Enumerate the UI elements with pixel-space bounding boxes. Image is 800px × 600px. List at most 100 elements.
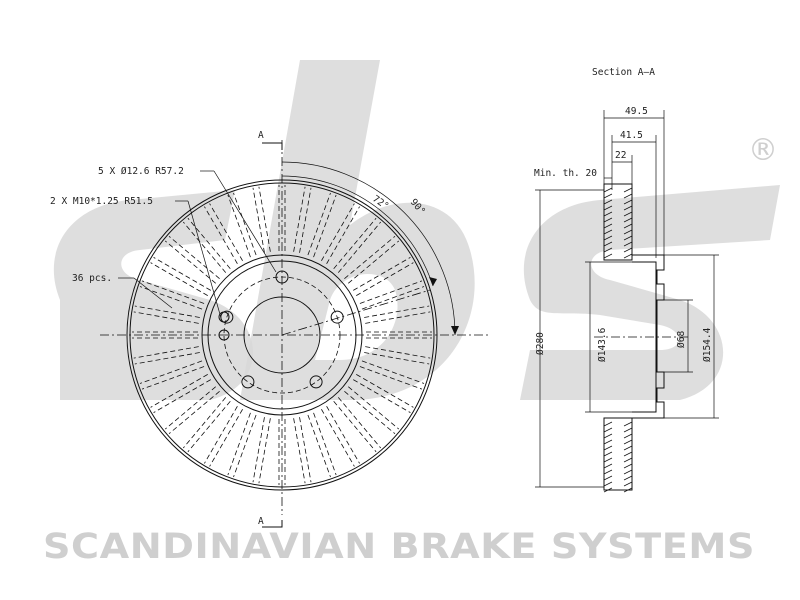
hatch-line — [623, 481, 633, 487]
dim-41-5: 41.5 — [620, 130, 643, 141]
section-view: Section A–A 49.5 41.5 22 Min. th. 20 Ø28… — [534, 67, 719, 493]
dim-49-5: 49.5 — [625, 106, 648, 117]
vane-line — [333, 401, 377, 453]
registered-mark: ® — [748, 133, 778, 168]
sbs-logo-watermark — [53, 60, 780, 400]
vane-line — [133, 346, 199, 359]
leader-line — [187, 200, 222, 319]
vane-line — [299, 417, 312, 483]
vane-line — [204, 406, 238, 464]
hatch-line — [603, 217, 613, 223]
vane-line — [187, 217, 231, 269]
vane-line — [134, 305, 200, 318]
vane-line — [321, 203, 355, 261]
hatch-line — [623, 451, 633, 457]
angle-arrowhead-2 — [451, 326, 459, 335]
vane-line — [227, 412, 251, 476]
bolt-hole — [241, 375, 255, 389]
vane-line — [313, 412, 337, 476]
section-hatching — [603, 187, 633, 493]
vane-count-callout: 36 pcs. — [72, 273, 112, 284]
vane-line — [139, 286, 203, 310]
hatch-line — [623, 229, 633, 235]
vane-line — [168, 235, 220, 280]
leader-line — [133, 277, 173, 309]
angle-arc-72 — [281, 175, 434, 287]
vane-line — [141, 366, 205, 390]
vane-line — [321, 409, 355, 467]
hatch-line — [623, 217, 633, 223]
vane-line — [182, 221, 227, 273]
dia-68: Ø68 — [676, 331, 687, 348]
hatch-line — [603, 247, 613, 253]
dia-280: Ø280 — [535, 332, 546, 355]
vane-line — [326, 206, 360, 264]
hatch-line — [623, 439, 633, 445]
hatch-line — [623, 457, 633, 463]
vane-line — [133, 311, 199, 324]
hatch-line — [623, 487, 633, 493]
angle-arc-90 — [281, 161, 456, 336]
vane-line — [344, 235, 396, 280]
vane-line — [348, 240, 400, 284]
vane-line — [150, 262, 208, 296]
vane-line — [326, 406, 360, 464]
leader-line — [213, 170, 277, 273]
vane-line — [356, 262, 414, 296]
hatch-line — [623, 445, 633, 451]
hatch-line — [603, 451, 613, 457]
vane-line — [204, 206, 238, 264]
hatch-line — [623, 211, 633, 217]
section-cut-top — [262, 142, 283, 150]
bolt-hole-callout: 5 X Ø12.6 R57.2 — [98, 166, 184, 177]
vane-line — [182, 397, 227, 449]
hatch-line — [603, 223, 613, 229]
vane-line — [353, 379, 411, 413]
hatch-line — [603, 229, 613, 235]
vane-line — [139, 360, 203, 384]
hatch-line — [623, 433, 633, 439]
thread-hole — [218, 311, 230, 323]
hatch-line — [623, 463, 633, 469]
hatch-line — [603, 475, 613, 481]
vane-line — [252, 417, 265, 483]
vane-line — [141, 280, 205, 304]
vane-line — [307, 414, 331, 478]
hatch-line — [623, 421, 633, 427]
hatch-line — [623, 193, 633, 199]
hatch-line — [603, 487, 613, 493]
vane-line — [299, 187, 312, 253]
bolt-hole — [309, 375, 323, 389]
vane-line — [293, 418, 306, 484]
dia-154-4: Ø154.4 — [702, 327, 713, 362]
hatch-line — [623, 469, 633, 475]
vane-line — [258, 186, 271, 252]
vane-line — [134, 352, 200, 365]
thread-callout: 2 X M10*1.25 R51.5 — [50, 196, 153, 207]
vane-line — [209, 409, 243, 467]
vane-line — [365, 346, 431, 359]
vane-line — [307, 192, 331, 256]
hat-profile — [632, 254, 665, 419]
vane-line — [233, 414, 257, 478]
min-thickness-label: Min. th. 20 — [534, 168, 597, 179]
vane-line — [344, 390, 396, 435]
vane-line — [153, 257, 211, 291]
section-cut-bottom — [262, 520, 283, 528]
hatch-line — [603, 433, 613, 439]
vane-line — [361, 286, 425, 310]
hatch-line — [603, 235, 613, 241]
vane-line — [359, 366, 423, 390]
hatch-line — [603, 457, 613, 463]
cooling-vanes — [132, 185, 432, 485]
vane-line — [153, 379, 211, 413]
hat-inner-profile — [632, 261, 657, 413]
hatch-line — [603, 253, 613, 259]
hatch-line — [603, 187, 613, 193]
vane-line — [337, 397, 382, 449]
vane-line — [187, 401, 231, 453]
hatch-line — [623, 205, 633, 211]
angle-arrowhead — [429, 277, 437, 286]
hatch-line — [623, 235, 633, 241]
vane-line — [252, 187, 265, 253]
